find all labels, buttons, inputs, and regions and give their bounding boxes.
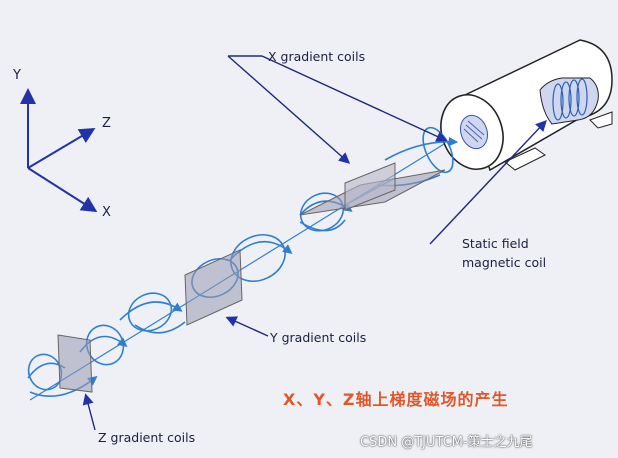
magnet-support-foot-left <box>504 147 546 171</box>
axis-label-z: Z <box>102 116 111 131</box>
label-y-gradient-coils: Y gradient coils <box>270 330 367 345</box>
gradient-planes <box>57 162 446 393</box>
static-field-leader <box>429 119 547 245</box>
x-gradient-leader-2 <box>227 55 351 164</box>
central-axis-line <box>29 127 471 401</box>
label-static-field: Static field <box>462 236 529 251</box>
magnet-coil-windings <box>552 78 588 121</box>
leader-lines <box>82 55 547 431</box>
label-x-gradient-coils: X gradient coils <box>268 49 366 64</box>
axes-diagram <box>20 88 98 213</box>
watermark-text: CSDN @TJUTCM-策士之九尾 <box>360 435 533 450</box>
z-gradient-leader <box>82 393 96 431</box>
label-magnetic-coil: magnetic coil <box>462 255 547 270</box>
x-axis-line <box>27 167 98 213</box>
x-gradient-leader-3 <box>261 55 448 142</box>
z-axis-line <box>27 127 96 169</box>
caption-text: X、Y、Z轴上梯度磁场的产生 <box>283 390 509 409</box>
z-gradient-plane <box>57 334 93 393</box>
static-field-magnet <box>440 39 613 172</box>
x-gradient-wedge <box>344 162 396 211</box>
y-gradient-leader <box>225 316 269 337</box>
y-gradient-plane <box>184 249 243 326</box>
axis-label-y: Y <box>13 68 21 83</box>
axis-label-x: X <box>102 205 111 220</box>
magnet-support-foot-right <box>589 111 613 129</box>
label-z-gradient-coils: Z gradient coils <box>98 430 196 445</box>
